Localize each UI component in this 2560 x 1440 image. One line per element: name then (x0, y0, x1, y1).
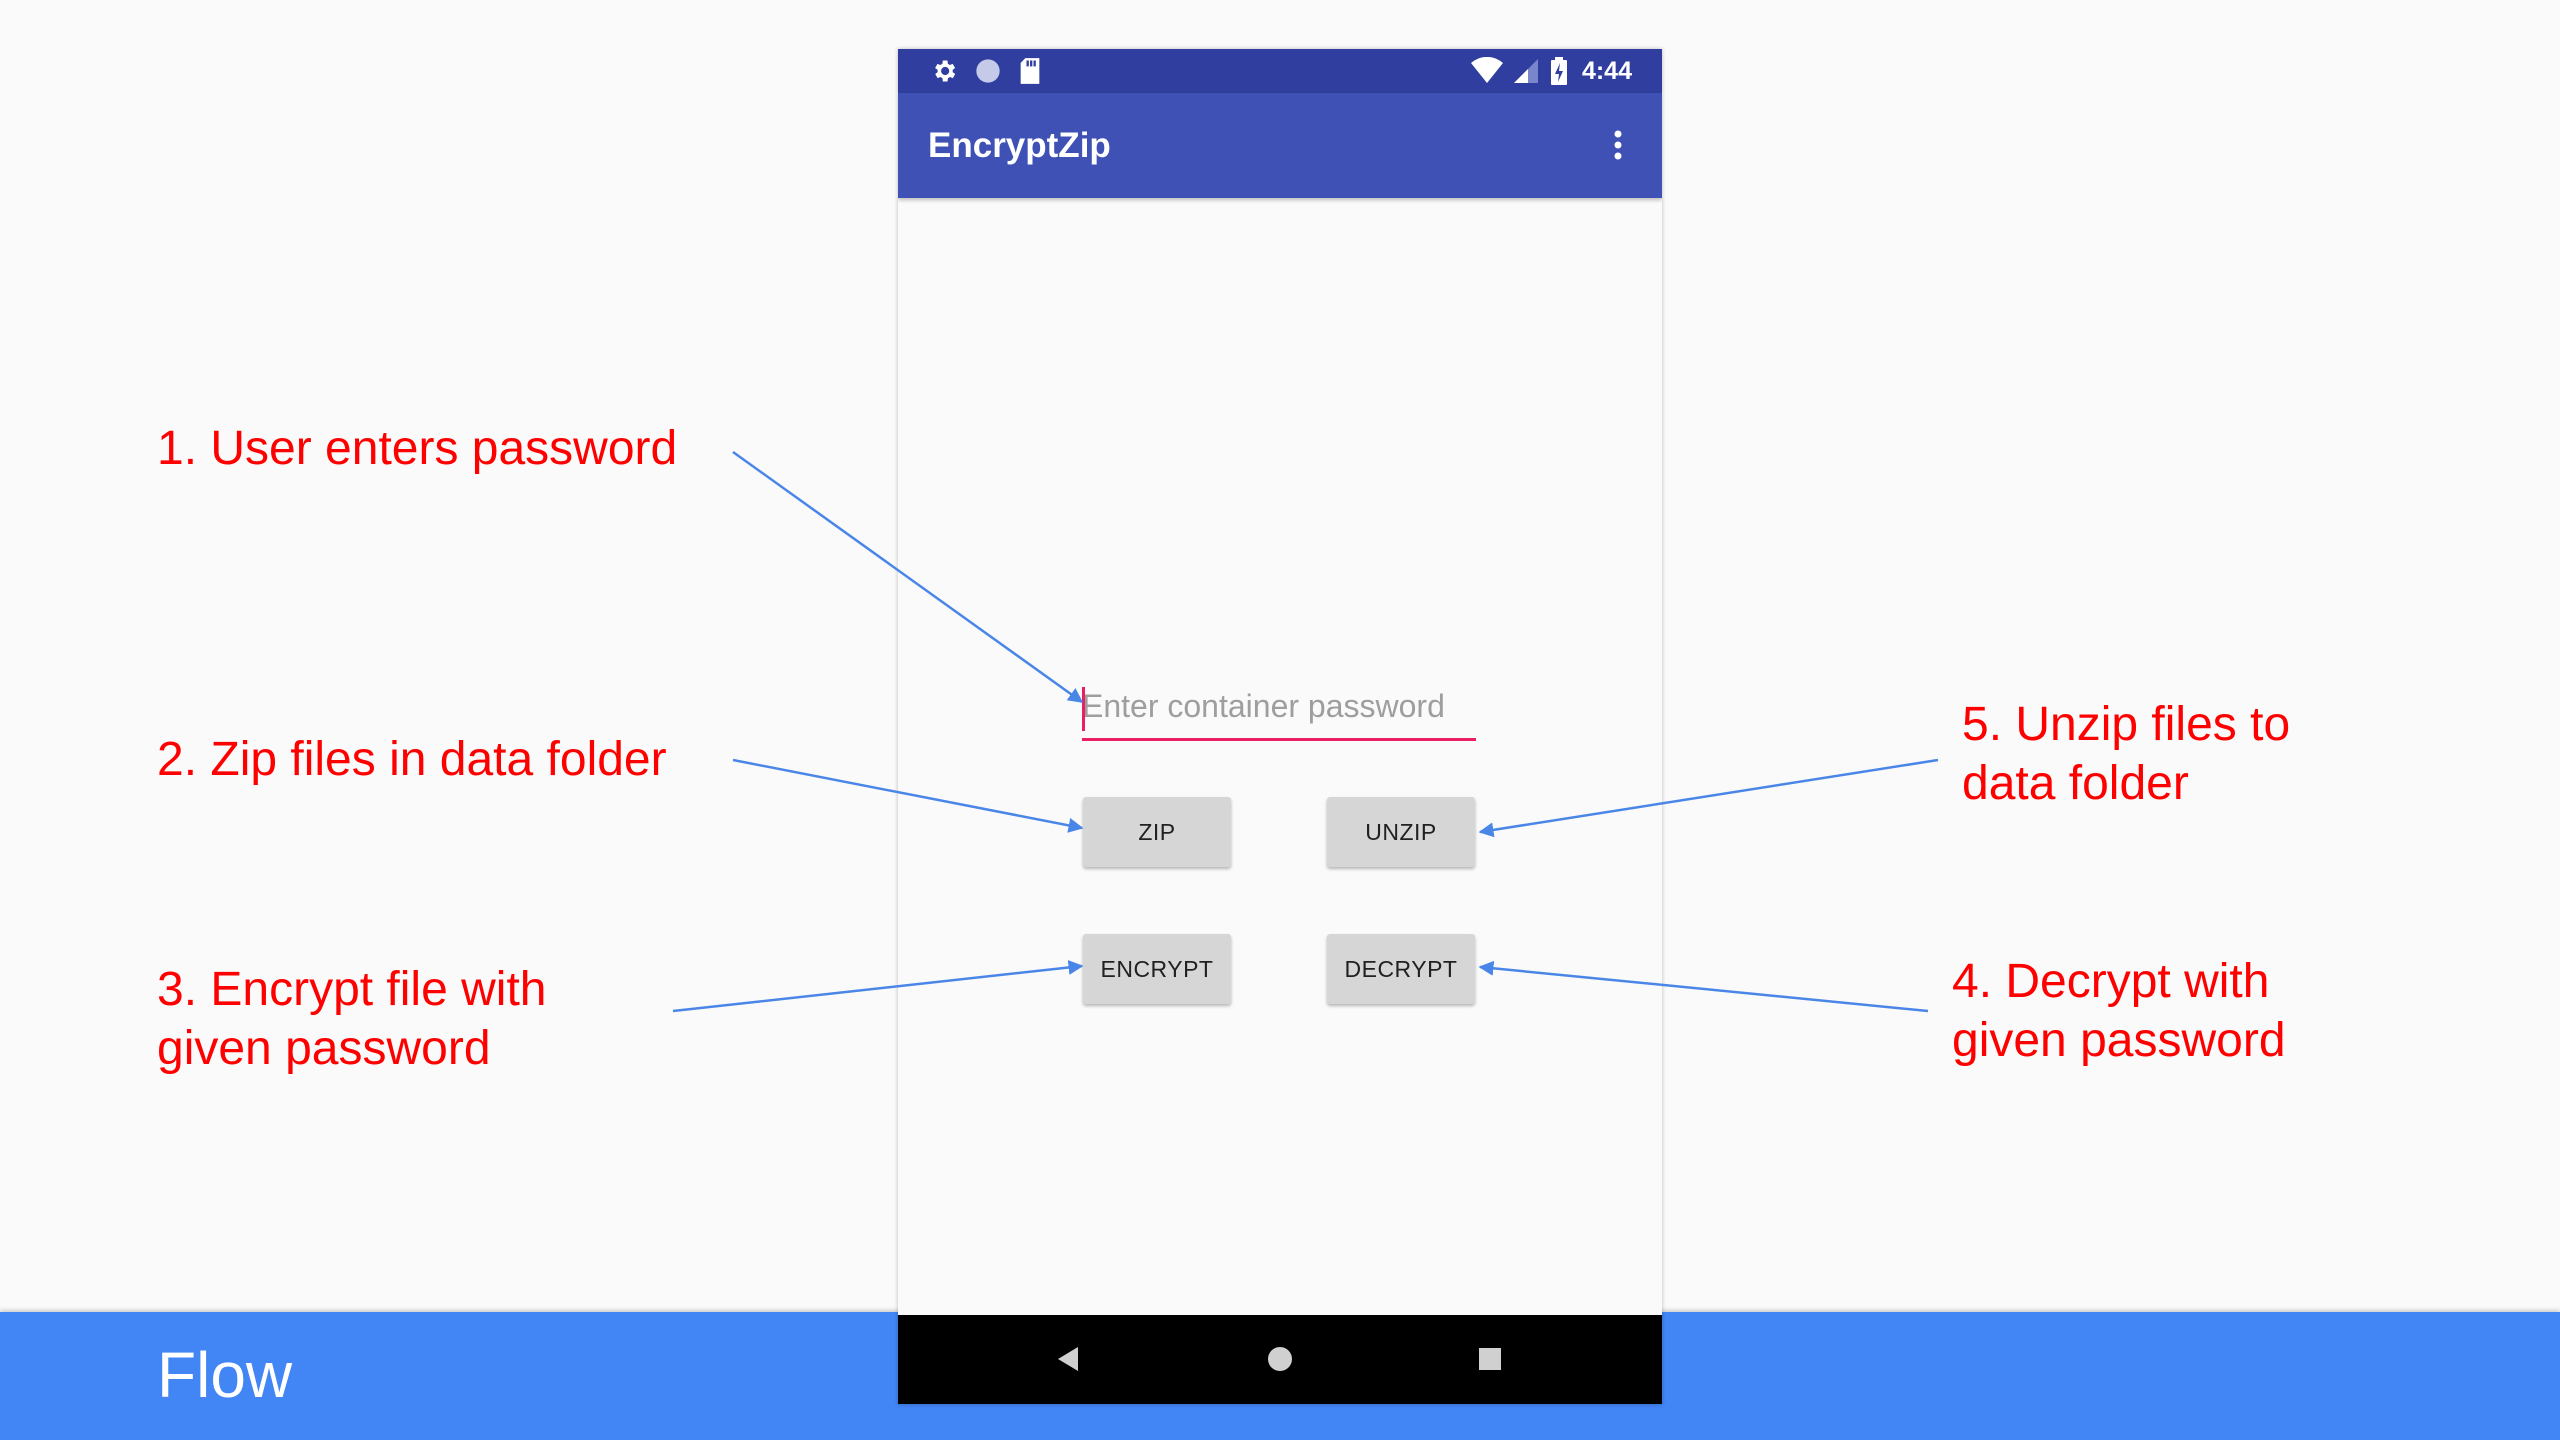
annotation-zip: 2. Zip files in data folder (157, 730, 667, 789)
annotation-line: 1. User enters password (157, 422, 678, 475)
wifi-icon (1470, 57, 1503, 83)
cell-signal-icon (1513, 59, 1538, 83)
annotation-line: 2. Zip files in data folder (157, 733, 667, 786)
more-vert-icon (1614, 130, 1622, 160)
nav-back-button[interactable] (1046, 1337, 1090, 1381)
annotation-line: 4. Decrypt with (1952, 955, 2270, 1008)
status-left-icons (930, 57, 1042, 85)
status-bar: 4:44 (898, 49, 1662, 93)
circle-icon (976, 59, 1000, 83)
unzip-button[interactable]: UNZIP (1327, 797, 1475, 867)
zip-button[interactable]: ZIP (1083, 797, 1231, 867)
phone-screen: 4:44 EncryptZip ZIP UNZIP ENCRYPT DECRYP… (898, 49, 1662, 1404)
app-bar: EncryptZip (898, 93, 1662, 198)
status-right-icons: 4:44 (1470, 57, 1632, 85)
password-field[interactable] (1082, 677, 1476, 741)
text-cursor (1082, 687, 1085, 731)
battery-charging-icon (1550, 57, 1567, 85)
annotation-decrypt: 4. Decrypt with given password (1952, 952, 2286, 1070)
recents-icon (1479, 1348, 1501, 1370)
annotation-enter-password: 1. User enters password (157, 419, 677, 478)
annotation-encrypt: 3. Encrypt file with given password (157, 960, 546, 1078)
footer-title: Flow (157, 1339, 293, 1411)
annotation-unzip: 5. Unzip files to data folder (1962, 695, 2290, 813)
navigation-bar (898, 1315, 1662, 1404)
annotation-line: 3. Encrypt file with (157, 963, 547, 1016)
encrypt-button[interactable]: ENCRYPT (1083, 934, 1231, 1004)
app-title: EncryptZip (928, 126, 1111, 165)
status-clock: 4:44 (1581, 56, 1632, 85)
annotation-line: data folder (1962, 757, 2189, 810)
nav-recents-button[interactable] (1468, 1337, 1512, 1381)
decrypt-button[interactable]: DECRYPT (1327, 934, 1475, 1004)
annotation-line: given password (1952, 1014, 2286, 1067)
overflow-menu-button[interactable] (1598, 123, 1638, 167)
nav-home-button[interactable] (1258, 1337, 1302, 1381)
annotation-line: given password (157, 1022, 491, 1075)
annotation-line: 5. Unzip files to (1962, 698, 2291, 751)
sd-card-icon (1020, 58, 1040, 84)
back-icon (1058, 1347, 1078, 1371)
password-input[interactable] (1082, 677, 1476, 735)
settings-icon (935, 60, 956, 82)
home-icon (1268, 1347, 1292, 1371)
